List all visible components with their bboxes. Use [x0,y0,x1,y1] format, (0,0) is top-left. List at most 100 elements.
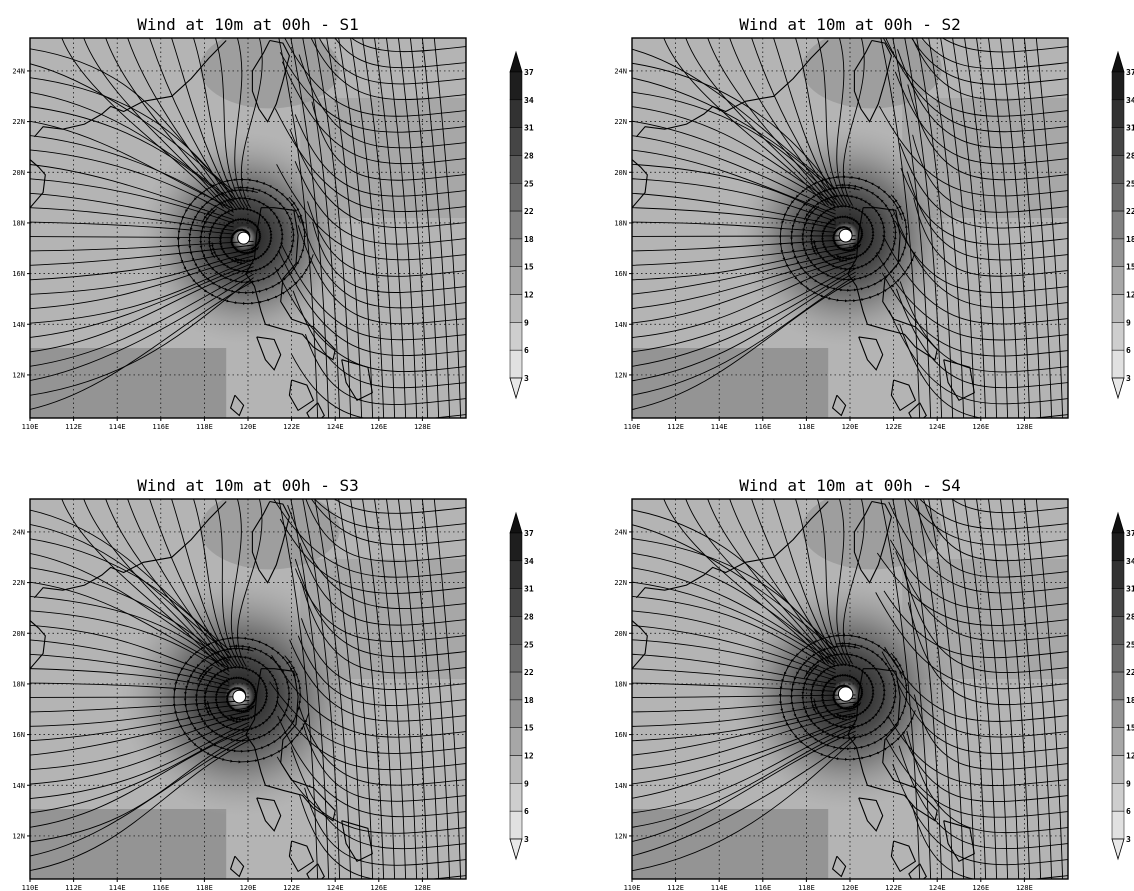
lon-tick-label: 122E [283,884,300,891]
panel-title: Wind at 10m at 00h - S3 [137,476,359,495]
lat-tick-label: 18N [614,219,627,227]
colorbar-label: 15 [1126,263,1134,272]
colorbar-segment [1111,322,1125,351]
colorbar-segment [509,322,523,351]
colorbar-segment [509,210,523,240]
cyclone-eye [838,228,853,243]
lon-tick-label: 120E [240,884,257,891]
colorbar-label: 25 [524,179,534,188]
colorbar-label: 34 [524,557,534,566]
colorbar-bottom-arrow [509,838,523,861]
panel-title: Wind at 10m at 00h - S2 [739,15,961,34]
colorbar-label: 15 [1126,724,1134,733]
colorbar-segment [1111,755,1125,784]
lat-tick-label: 24N [614,67,627,75]
colorbar-segment [1111,183,1125,212]
colorbar-segment [509,71,523,101]
coastlines [632,500,975,879]
lon-tick-label: 114E [711,884,728,891]
colorbar-label: 25 [524,640,534,649]
colorbar-label: 6 [1126,346,1131,355]
colorbar-segment [509,644,523,673]
colorbar-label: 9 [1126,779,1131,788]
lon-tick-label: 116E [754,423,771,431]
colorbar-segment [509,727,523,756]
colorbar-label: 12 [524,291,534,300]
colorbar-segment [509,560,523,589]
lon-tick-label: 118E [798,884,815,891]
colorbar-segment [509,671,523,701]
colorbar-label: 3 [524,835,529,844]
cyclone-eye [837,686,854,702]
coastlines [30,39,373,418]
colorbar-bottom-arrow [1111,377,1125,400]
colorbar-segment [1111,560,1125,589]
lon-tick-label: 118E [196,423,213,431]
lon-tick-label: 120E [842,884,859,891]
lat-tick-label: 20N [12,630,25,638]
lat-tick-label: 16N [614,731,627,739]
lon-tick-label: 122E [885,884,902,891]
streamlines [30,499,466,879]
lat-tick-label: 12N [614,371,627,379]
coastlines [30,500,373,879]
lat-tick-label: 22N [614,118,627,126]
colorbar-top-arrow [1111,511,1125,534]
colorbar-label: 37 [524,68,534,77]
gridlines [30,499,466,879]
colorbar-segment [509,349,523,379]
lat-tick-label: 24N [614,528,627,536]
lon-tick-label: 126E [972,884,989,891]
colorbar-segment [1111,99,1125,128]
colorbar-segment [1111,210,1125,240]
colorbar-segment [1111,238,1125,267]
colorbar-label: 12 [524,752,534,761]
colorbar-label: 37 [1126,529,1134,538]
lon-tick-label: 110E [624,884,641,891]
colorbar-label: 31 [1126,585,1134,594]
colorbar-label: 3 [1126,374,1131,383]
panel-title: Wind at 10m at 00h - S1 [137,15,359,34]
colorbar-label: 12 [1126,291,1134,300]
cyclone-eye [237,231,251,245]
lon-tick-label: 110E [22,884,39,891]
colorbar-label: 15 [524,263,534,272]
lat-tick-label: 22N [12,579,25,587]
lon-tick-label: 124E [327,884,344,891]
lon-tick-label: 128E [414,423,431,431]
colorbar-segment [1111,727,1125,756]
colorbar-segment [1111,71,1125,101]
colorbar-segment [1111,532,1125,562]
lon-tick-label: 122E [885,423,902,431]
lon-tick-label: 112E [65,423,82,431]
colorbar-label: 9 [524,779,529,788]
colorbar-label: 28 [524,612,534,621]
colorbar-segment [1111,294,1125,323]
lat-tick-label: 20N [614,169,627,177]
colorbar-segment [1111,699,1125,728]
lon-tick-label: 112E [667,884,684,891]
colorbar-segment [1111,588,1125,617]
colorbar-label: 31 [524,124,534,133]
colorbar-bottom-arrow [509,377,523,400]
colorbar-segment [509,588,523,617]
colorbar-segment [1111,644,1125,673]
lon-tick-label: 114E [109,884,126,891]
colorbar-label: 31 [1126,124,1134,133]
colorbar-label: 6 [524,807,529,816]
streamlines [632,38,1068,418]
lat-tick-label: 14N [614,782,627,790]
colorbar-segment [509,127,523,156]
colorbar-label: 34 [524,96,534,105]
colorbar-segment [1111,671,1125,701]
lat-tick-label: 12N [12,832,25,840]
lat-tick-label: 22N [12,118,25,126]
lon-tick-label: 118E [798,423,815,431]
